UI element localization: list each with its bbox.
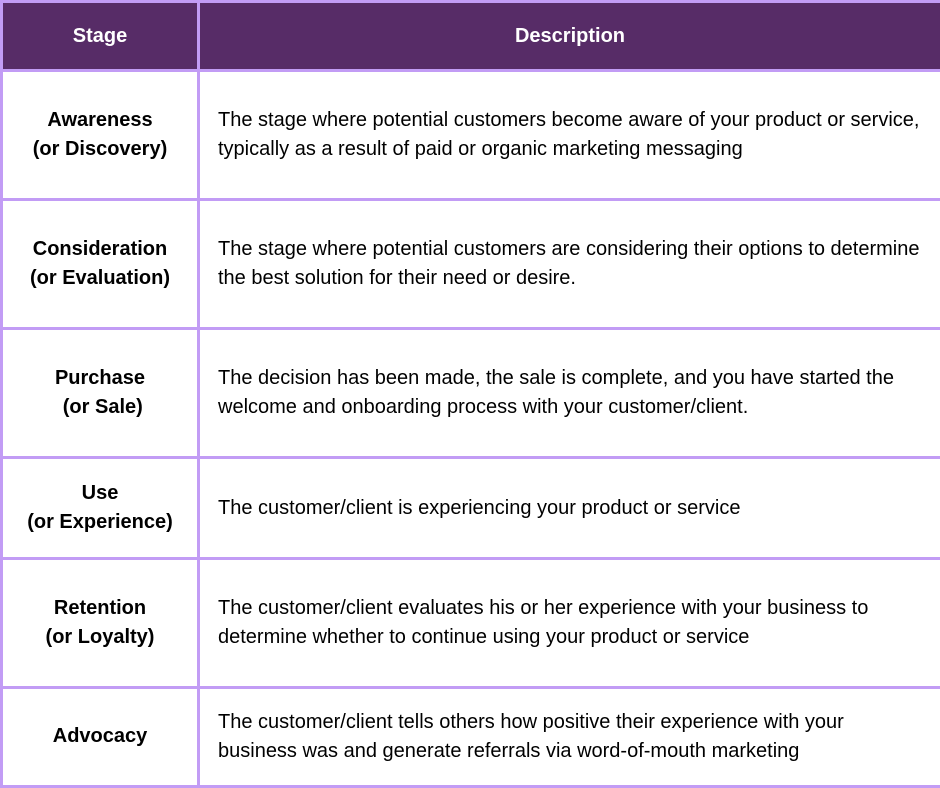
stage-cell: Retention (or Loyalty) xyxy=(0,556,200,689)
stage-alias: (or Loyalty) xyxy=(45,625,155,648)
stage-alias: (or Evaluation) xyxy=(29,267,170,290)
description-cell: The decision has been made, the sale is … xyxy=(197,327,940,460)
header-row: Stage Description xyxy=(0,0,940,72)
stage-name: Consideration xyxy=(32,238,168,261)
stage-name: Purchase xyxy=(54,367,146,390)
table-row: Consideration (or Evaluation) The stage … xyxy=(0,198,940,331)
description-cell: The stage where potential customers beco… xyxy=(197,68,940,202)
description-cell: The stage where potential customers are … xyxy=(197,198,940,331)
stage-cell: Advocacy xyxy=(0,685,200,788)
description-cell: The customer/client is experiencing your… xyxy=(197,456,940,560)
description-cell: The customer/client evaluates his or her… xyxy=(197,556,940,689)
stage-cell: Purchase (or Sale) xyxy=(0,327,200,460)
stage-name: Use xyxy=(81,482,119,505)
stage-alias: (or Discovery) xyxy=(32,138,168,161)
stage-alias: (or Sale) xyxy=(57,396,143,419)
description-cell: The customer/client tells others how pos… xyxy=(197,685,940,788)
header-stage: Stage xyxy=(0,0,200,72)
stage-name: Awareness xyxy=(47,109,153,132)
table-row: Awareness (or Discovery) The stage where… xyxy=(0,68,940,202)
stage-name: Retention xyxy=(53,596,147,619)
stage-alias: (or Experience) xyxy=(27,511,173,534)
table-row: Retention (or Loyalty) The customer/clie… xyxy=(0,556,940,689)
stage-cell: Consideration (or Evaluation) xyxy=(0,198,200,331)
table-row: Advocacy The customer/client tells other… xyxy=(0,685,940,788)
table-row: Purchase (or Sale) The decision has been… xyxy=(0,327,940,460)
stage-cell: Use (or Experience) xyxy=(0,456,200,560)
stage-cell: Awareness (or Discovery) xyxy=(0,68,200,202)
stage-name: Advocacy xyxy=(52,725,148,748)
table-row: Use (or Experience) The customer/client … xyxy=(0,456,940,560)
header-description: Description xyxy=(197,0,940,72)
